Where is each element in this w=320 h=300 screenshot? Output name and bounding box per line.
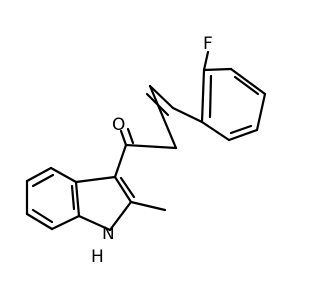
oxygen-atom-label: O bbox=[112, 115, 125, 135]
c-f-bond bbox=[202, 50, 210, 72]
molecule-structure: F O N H bbox=[25, 34, 267, 267]
methyl-bond bbox=[129, 200, 167, 212]
indole-benzo-ring bbox=[25, 166, 81, 231]
fluorophenyl-ring bbox=[200, 67, 267, 142]
fluorine-atom-label: F bbox=[203, 34, 213, 54]
nitrogen-atom-label: N bbox=[102, 224, 115, 244]
nitrogen-hydrogen-label: H bbox=[91, 247, 104, 267]
indole-five-ring bbox=[74, 143, 136, 232]
enone-chain bbox=[119, 84, 204, 150]
